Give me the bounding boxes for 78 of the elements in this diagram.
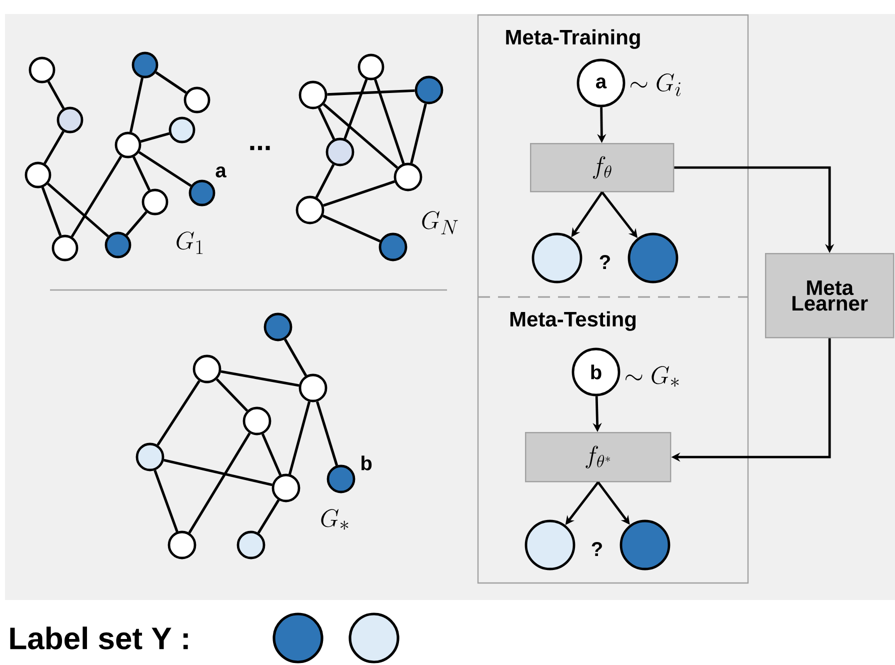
graph-node: [56, 106, 84, 134]
graph-node: [192, 354, 222, 384]
question-mark: ?: [600, 255, 610, 269]
model-box: $f_{\theta}$: [530, 143, 674, 192]
graph-node: [326, 138, 354, 166]
graph-node: [296, 196, 324, 224]
graph-node: [188, 180, 216, 206]
graph-node: [142, 188, 168, 216]
graph-label: $G_{*}$: [321, 509, 348, 530]
graph-edge: [284, 338, 308, 376]
graph-edge: [374, 79, 405, 164]
graph-node: [394, 162, 422, 192]
question-mark: ?: [592, 542, 602, 556]
graph-node: [358, 54, 384, 80]
sampling-formula: $\sim G_{*}$: [626, 366, 679, 387]
ellipsis: ...: [250, 146, 270, 150]
graph-edge: [132, 156, 151, 191]
graph-edge: [156, 380, 200, 446]
graph-node: [264, 312, 292, 342]
sample-node: b: [572, 348, 620, 396]
graph-edge: [322, 103, 398, 169]
graph-edge: [188, 432, 251, 534]
graph-node: [24, 162, 52, 188]
graph-edge: [261, 434, 282, 476]
graph-edge: [344, 78, 368, 140]
graph-edge: [410, 104, 427, 164]
graph-node: [272, 474, 300, 502]
graph-node: [326, 464, 356, 494]
graph-edge: [216, 378, 248, 412]
learner-box: Meta Learner: [765, 253, 894, 338]
sample-node: a: [576, 58, 626, 108]
graph-edge: [140, 132, 170, 143]
label-circle: [628, 232, 678, 284]
sampling-formula: $\sim G_i$: [630, 73, 681, 96]
graph-node: [132, 52, 158, 78]
graph-node: [298, 80, 328, 110]
graph-edge: [323, 180, 395, 207]
model-box: $f_{\theta^{*}}$: [525, 432, 672, 482]
graph-edge: [138, 151, 192, 187]
graph-node: [28, 56, 56, 84]
graph-edge: [41, 186, 62, 236]
graph-edge: [288, 401, 311, 475]
graph-node: [168, 530, 196, 560]
graph-edge: [47, 182, 109, 238]
graph-node: [104, 232, 132, 258]
graph-edge: [129, 78, 144, 132]
graph-edge: [154, 470, 178, 532]
graph-node: [52, 234, 78, 262]
graph-edge: [155, 71, 187, 94]
label-circle: [524, 520, 576, 570]
graph-edge: [47, 80, 65, 110]
graph-edge: [315, 164, 335, 198]
graph-edge: [322, 214, 381, 242]
graph-node: [114, 132, 142, 158]
graph-node: [136, 442, 164, 472]
graph-node: [242, 406, 272, 436]
graph-node: [298, 374, 328, 402]
graph-edge: [70, 156, 122, 238]
graph-edge: [220, 370, 300, 387]
graph-node: [378, 232, 408, 262]
graph-node: [236, 530, 266, 560]
label-circle: [620, 520, 670, 570]
graph-edge: [327, 89, 415, 96]
node-letter: b: [362, 456, 372, 470]
graph-edge: [257, 499, 280, 534]
graph-edge: [316, 401, 338, 466]
node-letter: a: [216, 166, 226, 178]
graph-edge: [44, 130, 64, 164]
graph-node: [168, 116, 196, 144]
graph-label: $G_{1}$: [176, 232, 203, 254]
graph-node: [184, 86, 210, 114]
label-set-text: Label set Y :: [10, 626, 188, 650]
graph-label: $G_{N}$: [422, 211, 458, 234]
graph-edge: [164, 458, 272, 486]
graph-edge: [126, 211, 148, 236]
graph-node: [414, 76, 444, 104]
label-circle: [532, 232, 582, 284]
graph-edge: [318, 107, 336, 140]
